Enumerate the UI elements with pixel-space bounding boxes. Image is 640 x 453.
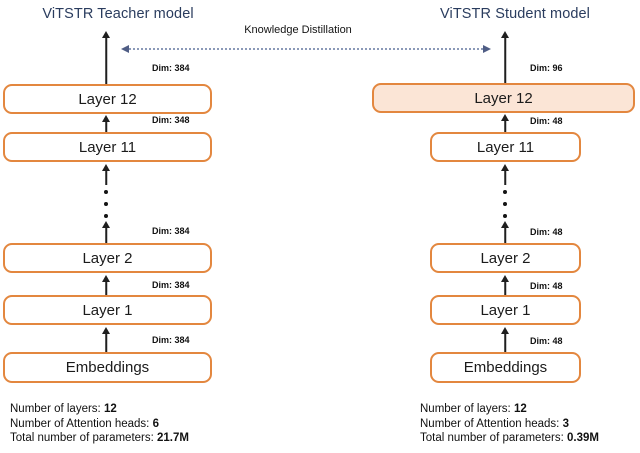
arrowhead-icon <box>102 115 110 122</box>
dot <box>104 202 108 206</box>
arrow-shaft <box>105 332 107 352</box>
student-dim-above-layer11: Dim: 48 <box>530 116 563 126</box>
dot <box>503 190 507 194</box>
stat-value: 0.39M <box>567 432 599 445</box>
arrow-shaft <box>105 169 107 185</box>
student-layer1-box: Layer 1 <box>430 295 581 325</box>
student-arrow-dots-l11-icon <box>500 164 510 185</box>
teacher-stat-params: Total number of parameters: 21.7M <box>10 431 189 446</box>
arrow-shaft <box>504 226 506 243</box>
teacher-layer11-box: Layer 11 <box>3 132 212 162</box>
stat-label: Number of Attention heads: <box>10 417 153 430</box>
teacher-dim-above-layer2: Dim: 384 <box>152 226 190 236</box>
student-arrow-l11-l12-icon <box>500 114 510 132</box>
student-dim-above-layer2: Dim: 48 <box>530 227 563 237</box>
teacher-title: ViTSTR Teacher model <box>42 6 194 22</box>
teacher-dim-above-layer1: Dim: 384 <box>152 280 190 290</box>
arrow-shaft <box>504 119 506 132</box>
arrowhead-icon <box>102 275 110 282</box>
arrowhead-icon <box>501 31 509 38</box>
arrow-shaft <box>504 36 506 83</box>
student-layer11-box: Layer 11 <box>430 132 581 162</box>
arrowhead-icon <box>102 221 110 228</box>
teacher-embeddings-box: Embeddings <box>3 352 212 383</box>
stat-value: 3 <box>562 417 569 430</box>
teacher-stat-layers: Number of layers: 12 <box>10 402 189 417</box>
arrowhead-icon <box>501 114 509 121</box>
dot <box>104 190 108 194</box>
stat-label: Number of Attention heads: <box>420 417 563 430</box>
teacher-layer12-box: Layer 12 <box>3 84 212 114</box>
stat-label: Number of layers: <box>10 403 104 415</box>
student-arrow-emb-l1-icon <box>500 327 510 352</box>
arrowhead-icon <box>102 164 110 171</box>
student-stats: Number of layers: 12 Number of Attention… <box>420 402 599 446</box>
student-layer12-box: Layer 12 <box>372 83 635 113</box>
teacher-dim-above-layer12: Dim: 384 <box>152 63 190 73</box>
student-dim-above-layer12: Dim: 96 <box>530 63 563 73</box>
teacher-stat-heads: Number of Attention heads: 6 <box>10 417 189 432</box>
teacher-arrow-l1-l2-icon <box>101 275 111 295</box>
teacher-dim-above-layer11: Dim: 348 <box>152 115 190 125</box>
stat-label: Total number of parameters: <box>420 432 568 445</box>
stat-label: Number of layers: <box>420 403 514 415</box>
arrow-shaft <box>504 280 506 295</box>
arrowhead-icon <box>501 275 509 282</box>
dot <box>104 214 108 218</box>
arrowhead-icon <box>501 221 509 228</box>
dot <box>503 214 507 218</box>
arrow-shaft <box>105 226 107 243</box>
arrow-shaft <box>504 169 506 185</box>
kd-dotted-line <box>129 48 483 50</box>
student-embeddings-box: Embeddings <box>430 352 581 383</box>
teacher-arrow-l11-l12-icon <box>101 115 111 132</box>
teacher-dim-above-embeddings: Dim: 384 <box>152 335 190 345</box>
stat-label: Total number of parameters: <box>10 432 158 445</box>
student-title: ViTSTR Student model <box>439 6 591 22</box>
student-dim-above-embeddings: Dim: 48 <box>530 336 563 346</box>
student-stat-heads: Number of Attention heads: 3 <box>420 417 599 432</box>
teacher-arrow-l2-dots-icon <box>101 221 111 243</box>
arrowhead-icon <box>501 327 509 334</box>
arrow-shaft <box>504 332 506 352</box>
kd-arrowhead-right-icon <box>483 45 491 53</box>
student-layer2-box: Layer 2 <box>430 243 581 273</box>
arrow-shaft <box>105 280 107 295</box>
student-output-arrow-icon <box>500 31 510 83</box>
student-dim-above-layer1: Dim: 48 <box>530 281 563 291</box>
stat-value: 12 <box>513 403 527 415</box>
stat-value: 21.7M <box>157 432 189 445</box>
arrowhead-icon <box>102 327 110 334</box>
teacher-ellipsis-dots <box>101 190 111 218</box>
teacher-output-arrow-icon <box>101 31 111 84</box>
kd-arrowhead-left-icon <box>121 45 129 53</box>
student-arrow-l2-dots-icon <box>500 221 510 243</box>
stat-value: 6 <box>152 417 159 430</box>
student-arrow-l1-l2-icon <box>500 275 510 295</box>
dot <box>503 202 507 206</box>
knowledge-distillation-label: Knowledge Distillation <box>244 24 352 36</box>
stat-value: 12 <box>103 403 117 415</box>
student-ellipsis-dots <box>500 190 510 218</box>
arrowhead-icon <box>501 164 509 171</box>
teacher-layer2-box: Layer 2 <box>3 243 212 273</box>
knowledge-distillation-arrow <box>121 45 491 55</box>
arrow-shaft <box>105 120 107 132</box>
teacher-arrow-dots-l11-icon <box>101 164 111 185</box>
teacher-stats: Number of layers: 12 Number of Attention… <box>10 402 189 446</box>
student-stat-layers: Number of layers: 12 <box>420 402 599 417</box>
teacher-layer1-box: Layer 1 <box>3 295 212 325</box>
student-stat-params: Total number of parameters: 0.39M <box>420 431 599 446</box>
arrow-shaft <box>105 36 107 84</box>
arrowhead-icon <box>102 31 110 38</box>
teacher-arrow-emb-l1-icon <box>101 327 111 352</box>
